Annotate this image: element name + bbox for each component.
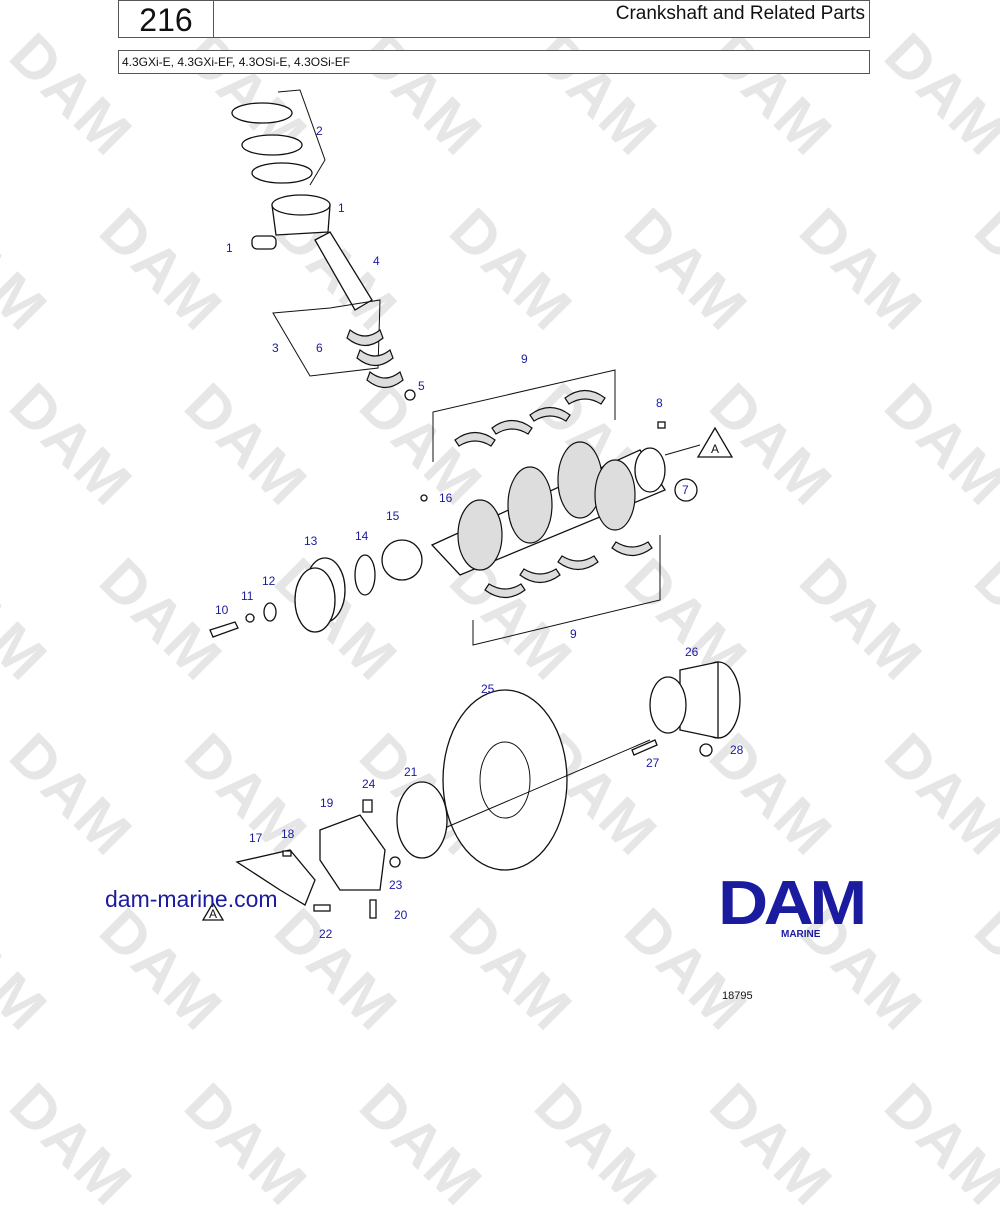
nut-23 [389,856,401,868]
callout-24: 24 [362,777,376,791]
callout-5: 5 [418,379,425,393]
stud [631,739,658,756]
page-title: Crankshaft and Related Parts [615,3,865,24]
dowel-pin [657,421,666,429]
callout-a: A [711,442,719,456]
rear-seal [396,781,448,859]
seal-retainer [319,814,386,891]
callout-28: 28 [730,743,744,757]
piston-pin [251,235,277,250]
callout-9: 9 [521,352,528,366]
callout-26: 26 [685,645,699,659]
watermark-text: DAM [0,1070,146,1219]
flywheel [442,689,568,871]
callout-14: 14 [355,529,369,543]
callout-7: 7 [682,483,689,497]
main-bearings-upper [454,389,606,447]
bolt-24 [362,799,373,813]
callout-9: 9 [570,627,577,641]
callout-8: 8 [656,396,663,410]
watermark-text: DAM [172,1070,321,1219]
callout-12: 12 [262,574,276,588]
callout-17: 17 [249,831,263,845]
callout-16: 16 [439,491,453,505]
callout-18: 18 [281,827,295,841]
callout-1: 1 [226,241,233,255]
callout-20: 20 [394,908,408,922]
callout-23: 23 [389,878,403,892]
reference-triangle-a [696,426,734,458]
callout-25: 25 [481,682,495,696]
bolt [209,621,239,638]
watermark-text: DAM [697,1070,846,1219]
nut [404,389,416,401]
oil-slinger [354,554,376,596]
key [420,494,428,502]
callout-27: 27 [646,756,660,770]
callout-11: 11 [241,589,254,603]
piston [271,194,331,236]
callout-1: 1 [338,201,345,215]
rod-bearings [346,329,404,389]
callout-10: 10 [215,603,229,617]
header-title-box: 216 Crankshaft and Related Parts [118,0,870,38]
flywheel-housing [649,661,741,739]
crankshaft [430,441,666,576]
callout-labels: 2 1 1 4 3 6 5 9 8 A 7 16 15 14 13 12 11 … [209,124,744,941]
harmonic-balancer [294,557,346,633]
callout-22: 22 [319,927,333,941]
model-list: 4.3GXi-E, 4.3GXi-EF, 4.3OSi-E, 4.3OSi-EF [118,50,870,74]
reference-triangle-a-2 [201,901,225,921]
callout-13: 13 [304,534,318,548]
website-link[interactable]: dam-marine.com [105,886,278,912]
watermark-text: DAM [522,1070,671,1219]
piston-rings [231,102,313,184]
callout-6: 6 [316,341,323,355]
stud-20 [369,899,377,919]
callout-21: 21 [404,765,418,779]
callout-19: 19 [320,796,334,810]
flange-nut [699,743,713,757]
logo-subtitle: MARINE [781,929,821,940]
gasket [235,849,316,906]
callout-4: 4 [373,254,380,268]
watermark-text: DAM [347,1070,496,1219]
parts-diagram: 2 1 1 4 3 6 5 9 8 A 7 16 15 14 13 12 11 … [201,89,744,941]
callout-2: 2 [316,124,323,138]
washer [245,613,255,623]
connecting-rod [314,231,373,311]
sprocket [381,539,423,581]
callout-15: 15 [386,509,400,523]
page-number: 216 [119,1,214,38]
callout-3: 3 [272,341,279,355]
stud-22 [313,904,331,912]
callout-a: A [209,907,217,921]
drawing-reference: 18795 [722,990,753,1002]
dam-logo: DAM [718,869,867,938]
dowel [282,850,292,857]
watermark-text: DAM [872,1070,1000,1219]
callout-circle-7 [674,478,698,502]
main-bearings-lower [484,541,653,599]
seal [263,602,277,622]
